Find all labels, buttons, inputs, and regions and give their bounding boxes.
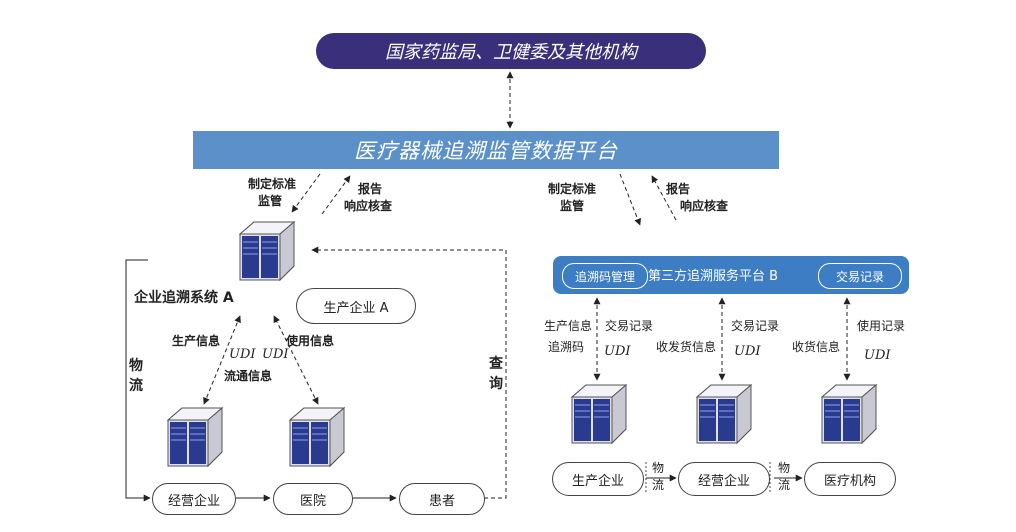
right-node-producer: 生产企业 bbox=[552, 462, 644, 496]
node-hospital: 医院 bbox=[273, 483, 353, 515]
right-down-label-1: 制定标准 bbox=[548, 182, 597, 196]
col1-tag: 交易记录 bbox=[605, 319, 654, 333]
producer-a-oval: 生产企业 A bbox=[296, 288, 416, 324]
left-link-1 bbox=[203, 315, 241, 405]
system-a-label: 企业追溯系统 A bbox=[134, 290, 234, 306]
right-up-arrow bbox=[651, 175, 677, 221]
left-link-label-production: 生产信息 bbox=[172, 334, 221, 348]
left-up-arrow bbox=[321, 175, 351, 215]
col3-label-1: 收货信息 bbox=[792, 340, 841, 354]
col3-tag: 使用记录 bbox=[857, 319, 906, 333]
right-up-label-2: 响应核查 bbox=[680, 199, 729, 213]
right-node-distributor: 经营企业 bbox=[678, 462, 770, 496]
right-node-medical-institution: 医疗机构 bbox=[804, 462, 896, 496]
transaction-record-pill: 交易记录 bbox=[818, 263, 902, 289]
left-link-label-circulation: 流通信息 bbox=[224, 369, 273, 383]
left-link-2 bbox=[273, 315, 319, 405]
col2-udi: UDI bbox=[734, 344, 761, 359]
right-server-3-icon bbox=[821, 384, 877, 444]
third-party-platform-title: 第三方追溯服务平台 B bbox=[648, 269, 779, 284]
query-path bbox=[311, 246, 507, 499]
supervision-platform-bar: 医疗器械追溯监管数据平台 bbox=[193, 131, 779, 169]
right-logistics-label-2: 物流 bbox=[777, 461, 790, 492]
right-down-arrow bbox=[619, 173, 641, 226]
left-down-arrow bbox=[291, 173, 321, 213]
left-link-label-usage: 使用信息 bbox=[286, 334, 335, 348]
node-distributor: 经营企业 bbox=[152, 483, 236, 515]
right-server-1-icon bbox=[571, 384, 627, 444]
right-logistics-label-1: 物流 bbox=[651, 461, 664, 492]
col1-label-1: 生产信息 bbox=[544, 319, 593, 333]
right-up-label-1: 报告 bbox=[666, 182, 691, 196]
logistics-label: 物流 bbox=[129, 358, 143, 394]
system-a-server-icon bbox=[239, 221, 295, 281]
regulator-box: 国家药监局、卫健委及其他机构 bbox=[316, 33, 706, 69]
left-server-1-icon bbox=[167, 407, 223, 467]
left-up-label-2: 响应核查 bbox=[344, 199, 393, 213]
left-up-label-1: 报告 bbox=[358, 182, 383, 196]
left-link-udi-2: UDI bbox=[262, 347, 289, 362]
col2-label-1: 收发货信息 bbox=[656, 340, 717, 354]
node-patient: 患者 bbox=[399, 483, 485, 515]
trace-code-pill: 追溯码管理 bbox=[562, 263, 648, 289]
right-down-label-2: 监管 bbox=[560, 199, 585, 213]
left-server-2-icon bbox=[289, 407, 345, 467]
col2-tag: 交易记录 bbox=[731, 319, 780, 333]
left-link-udi-1: UDI bbox=[229, 347, 256, 362]
left-down-label-2: 监管 bbox=[258, 194, 283, 208]
col1-label-2: 追溯码 bbox=[548, 340, 585, 354]
col3-udi: UDI bbox=[864, 348, 891, 363]
col1-udi: UDI bbox=[604, 344, 631, 359]
right-server-2-icon bbox=[696, 384, 752, 444]
logistics-path bbox=[125, 259, 151, 502]
left-down-label-1: 制定标准 bbox=[248, 177, 297, 191]
query-label: 查询 bbox=[489, 356, 503, 392]
